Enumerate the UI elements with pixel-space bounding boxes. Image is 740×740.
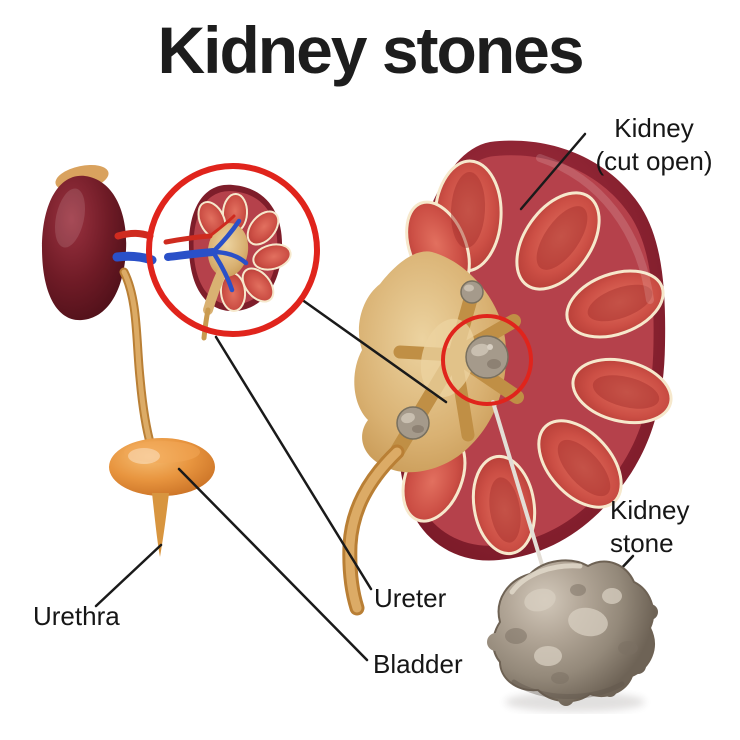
bladder-fold — [124, 441, 200, 463]
urethra-tube — [152, 493, 169, 557]
urinary-system-figure — [42, 164, 215, 557]
kidney-stone-medium — [396, 406, 430, 440]
bladder-label-line — [177, 467, 369, 662]
label-kidney-cut-open: Kidney (cut open) — [586, 112, 722, 178]
stone-bottom-shade — [511, 679, 625, 700]
stone-lumps — [487, 604, 658, 706]
inset-highlight-ring — [146, 163, 320, 337]
kidney-cut-open-label-line — [519, 132, 587, 211]
inset-pelvis-neck — [203, 267, 227, 315]
label-kidney-stone-line2: stone — [610, 528, 674, 559]
ureter-label-line — [214, 335, 373, 591]
kidney-highlight — [54, 188, 86, 248]
whole-kidney — [42, 175, 127, 321]
bladder-highlight — [128, 448, 160, 464]
label-ureter: Ureter — [374, 583, 447, 613]
label-kidney-stone-line1: Kidney — [610, 495, 690, 525]
label-urethra: Urethra — [33, 601, 120, 631]
inset-renal-artery — [163, 233, 213, 245]
label-bladder: Bladder — [373, 649, 463, 679]
inset-kidney-cross-section — [163, 184, 292, 341]
kidney-stone-highlighted — [465, 335, 509, 379]
enlarged-kidney-stone — [487, 559, 658, 712]
renal-pyramid-shading — [450, 172, 660, 543]
page-title: Kidney stones — [157, 13, 584, 87]
label-kidney-cut-open-line2: (cut open) — [595, 146, 713, 177]
stone-dark-patches — [505, 584, 638, 684]
inset-artery-branch-up — [208, 214, 236, 238]
renal-artery — [114, 229, 154, 240]
large-kidney-sheen — [536, 154, 654, 304]
ureter-tube — [121, 269, 154, 449]
inset-zoom-line — [299, 297, 448, 404]
pelvis-highlight — [420, 318, 476, 398]
inset-renal-vein — [164, 248, 217, 261]
kidney-stone-small — [460, 280, 484, 304]
urethra-label-line — [94, 543, 163, 608]
label-kidney-stone: Kidney stone — [610, 494, 690, 560]
stone-highlight-ring — [441, 314, 533, 406]
stone-top-highlight — [509, 563, 583, 595]
inset-ureter — [201, 307, 211, 341]
large-ureter — [345, 447, 402, 613]
label-kidney-cut-open-line1: Kidney — [614, 113, 694, 143]
inset-vein-branches — [210, 218, 249, 293]
stone-light-patches — [524, 588, 622, 666]
